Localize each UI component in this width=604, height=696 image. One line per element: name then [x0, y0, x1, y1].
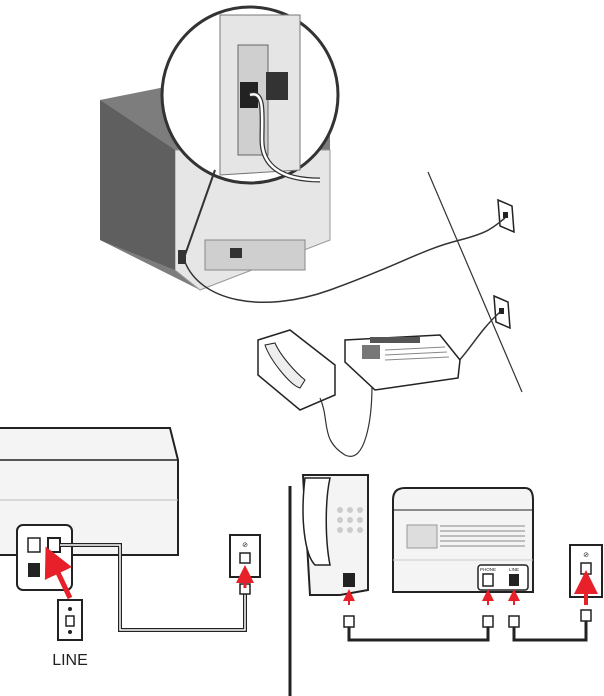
- line-port: [240, 82, 258, 108]
- answering-machine-sketch: [344, 334, 461, 391]
- telephone-sketch: [257, 329, 373, 457]
- phone-to-machine-cable: [347, 627, 490, 642]
- cable-plugs: [343, 609, 592, 628]
- line-wall-jack: [57, 599, 83, 641]
- machine-to-wall-cable: [454, 311, 501, 366]
- line-port-icon: [47, 537, 61, 553]
- wall-jack-top: [497, 198, 515, 234]
- machine-to-wall-line-cable: [512, 621, 588, 642]
- svg-text:⊘: ⊘: [242, 542, 248, 549]
- printer-to-wall-cable: [184, 217, 506, 304]
- phone-port-icon: [27, 537, 41, 553]
- line-label: LINE: [52, 652, 88, 669]
- wall-line: [427, 171, 523, 393]
- phone-port-label: PHONE: [480, 567, 496, 572]
- answering-machine-outline: PHONE LINE: [392, 487, 534, 593]
- svg-text:⊘: ⊘: [583, 552, 589, 559]
- wall-jack-bottom: [493, 294, 511, 330]
- line-port-label: LINE: [509, 567, 519, 572]
- line-cable: [60, 543, 247, 632]
- printer-rear-outline: [0, 427, 179, 591]
- telephone-outline: [301, 474, 369, 596]
- line-port-arrow-icon: [44, 546, 73, 600]
- port-magnification-inset: [160, 5, 340, 256]
- ethernet-port-icon: [28, 563, 40, 577]
